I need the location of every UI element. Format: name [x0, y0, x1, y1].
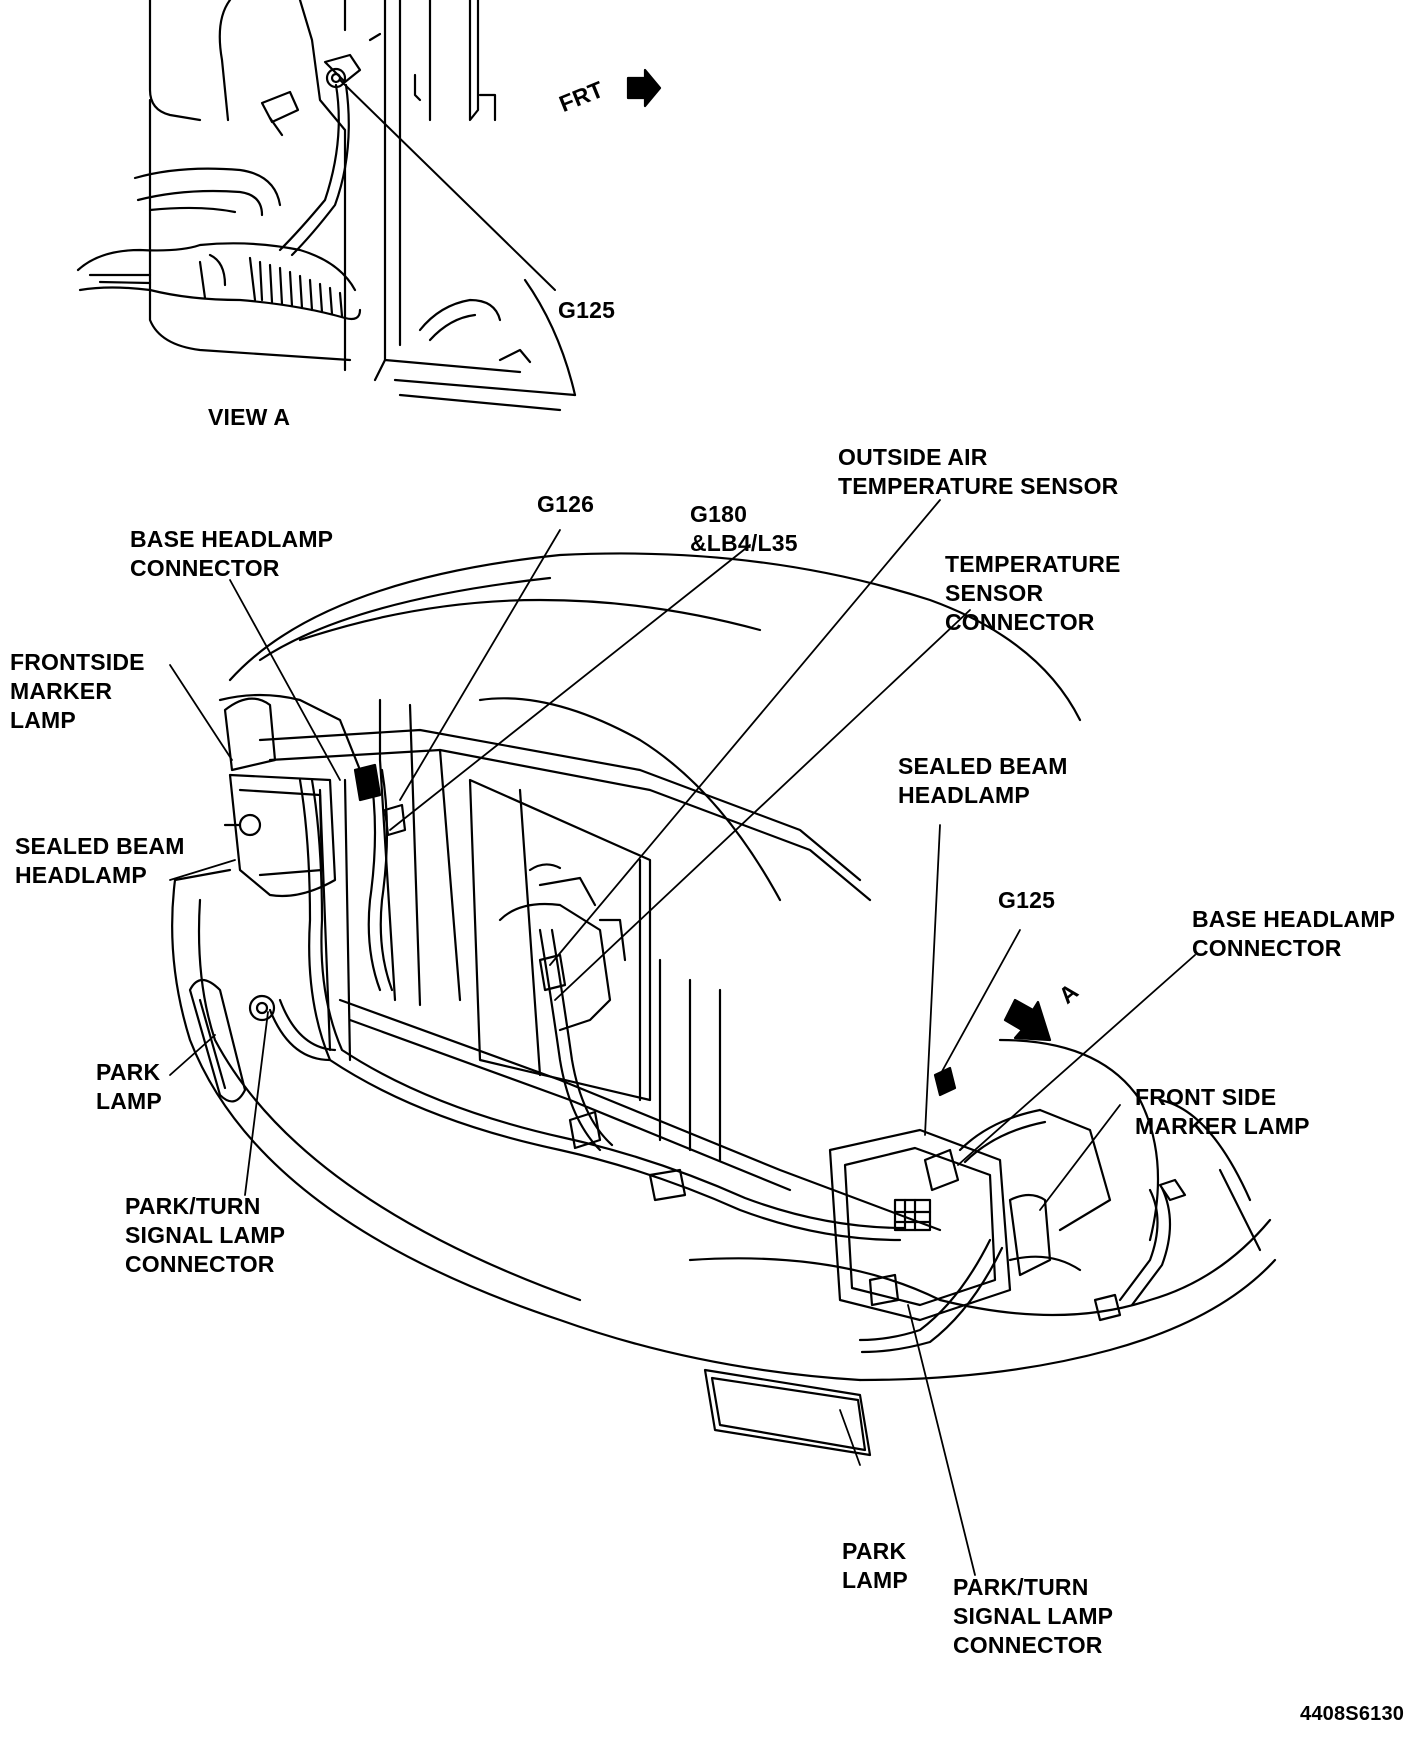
label-frontside-marker-lamp-left: FRONTSIDE MARKER LAMP: [10, 649, 145, 733]
leader-lines: [169, 499, 1196, 1576]
view-a-illustration: [76, 0, 662, 412]
view-a-title: VIEW A: [208, 404, 291, 430]
label-g125: G125: [998, 887, 1056, 913]
label-temperature-sensor-connector: TEMPERATURE SENSOR CONNECTOR: [945, 551, 1121, 635]
label-front-side-marker-lamp-right: FRONT SIDE MARKER LAMP: [1135, 1084, 1310, 1139]
label-base-headlamp-connector-right: BASE HEADLAMP CONNECTOR: [1192, 906, 1396, 961]
vehicle-front-illustration: [169, 499, 1277, 1576]
label-outside-air-temp-sensor: OUTSIDE AIR TEMPERATURE SENSOR: [838, 444, 1119, 499]
label-park-lamp-right: PARK LAMP: [842, 1538, 908, 1593]
label-park-turn-connector-left: PARK/TURN SIGNAL LAMP CONNECTOR: [125, 1193, 286, 1277]
figure-id: 4408S6130: [1300, 1703, 1405, 1725]
label-g126: G126: [537, 491, 595, 517]
label-park-turn-connector-right: PARK/TURN SIGNAL LAMP CONNECTOR: [953, 1574, 1114, 1658]
label-view-a-g125: G125: [558, 297, 616, 323]
label-sealed-beam-headlamp-left: SEALED BEAM HEADLAMP: [15, 833, 185, 888]
label-park-lamp-left: PARK LAMP: [96, 1059, 162, 1114]
label-g180: G180 &LB4/L35: [690, 501, 798, 556]
label-base-headlamp-connector-left: BASE HEADLAMP CONNECTOR: [130, 526, 334, 581]
label-sealed-beam-headlamp-right: SEALED BEAM HEADLAMP: [898, 753, 1068, 808]
